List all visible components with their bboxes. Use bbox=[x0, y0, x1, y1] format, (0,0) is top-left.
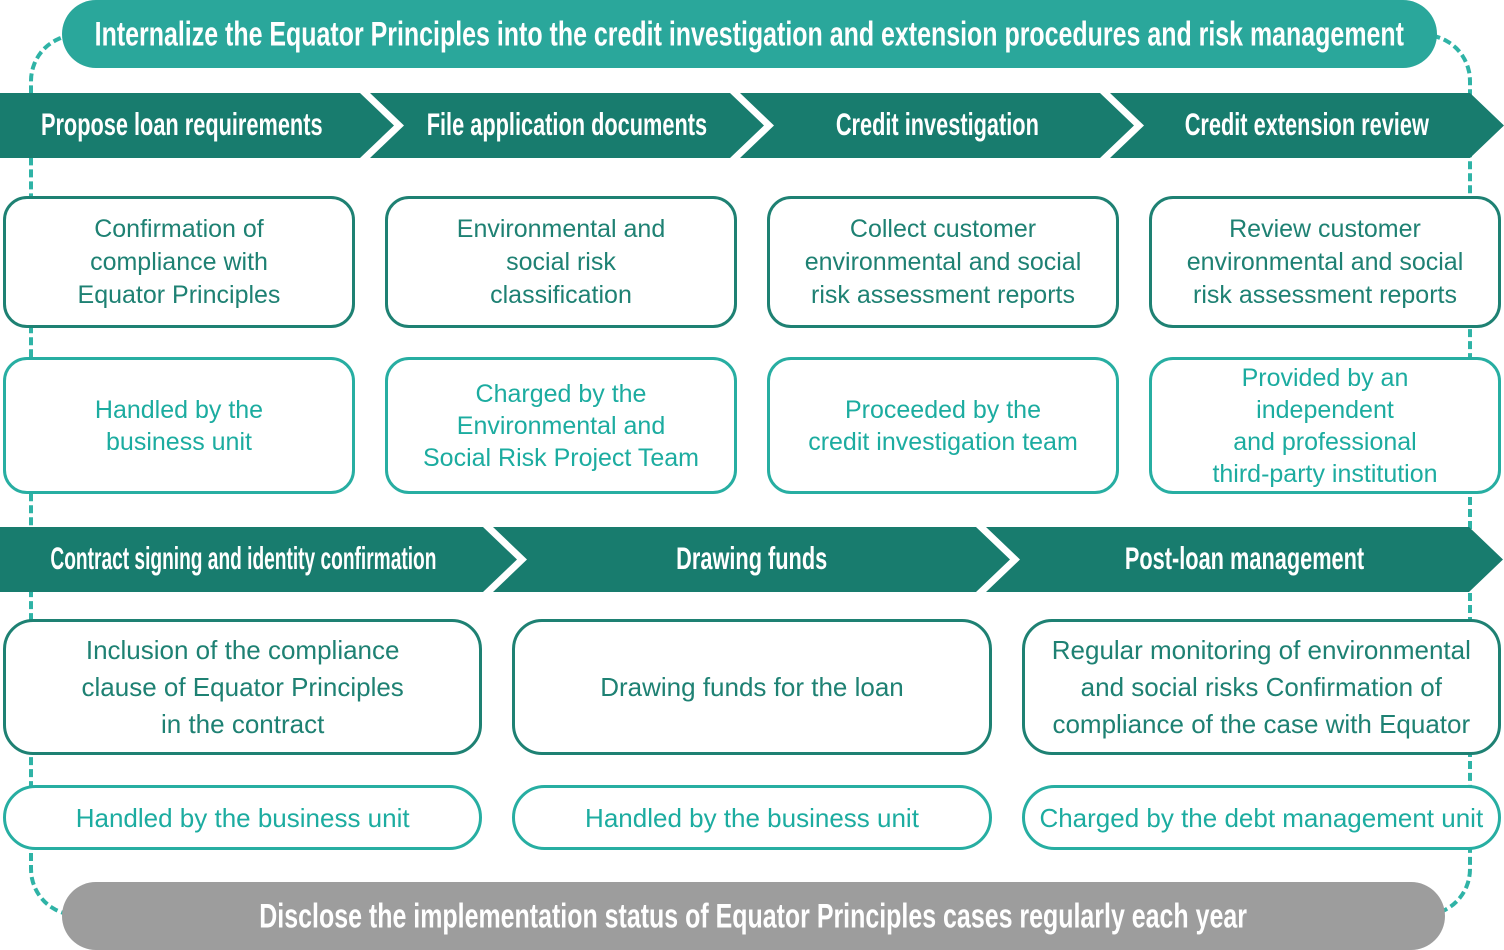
action-box-compliance-confirmation: Confirmation of compliance with Equator … bbox=[3, 196, 355, 328]
action-box-compliance-clause: Inclusion of the compliance clause of Eq… bbox=[3, 619, 483, 755]
owner-box-credit-investigation-team: Proceeded by the credit investigation te… bbox=[767, 357, 1119, 494]
owner-box-risk-project-team: Charged by the Environmental and Social … bbox=[385, 357, 737, 494]
phase-2-owner-row: Handled by the business unit Handled by … bbox=[3, 785, 1501, 850]
process-band-phase-2: Contract signing and identity confirmati… bbox=[0, 527, 1504, 592]
process-band-phase-1: Propose loan requirements File applicati… bbox=[0, 93, 1504, 158]
flow-step-label: Credit extension review bbox=[1184, 107, 1430, 143]
action-box-drawing-funds: Drawing funds for the loan bbox=[512, 619, 992, 755]
owner-box-business-unit: Handled by the business unit bbox=[3, 357, 355, 494]
action-box-regular-monitoring: Regular monitoring of environmental and … bbox=[1021, 619, 1501, 755]
bottom-banner-text: Disclose the implementation status of Eq… bbox=[259, 896, 1248, 935]
flow-step-label: Drawing funds bbox=[675, 541, 828, 577]
flow-step-post-loan-management: Post-loan management bbox=[986, 527, 1503, 592]
flow-step-label: Contract signing and identity confirmati… bbox=[50, 541, 437, 577]
action-box-collect-reports: Collect customer environmental and socia… bbox=[767, 196, 1119, 328]
action-box-risk-classification: Environmental and social risk classifica… bbox=[385, 196, 737, 328]
flow-step-label: Propose loan requirements bbox=[41, 107, 323, 143]
top-banner-text: Internalize the Equator Principles into … bbox=[94, 14, 1405, 53]
owner-pill-business-unit-2: Handled by the business unit bbox=[512, 785, 992, 850]
flow-step-label: Credit investigation bbox=[835, 107, 1039, 143]
owner-pill-business-unit-1: Handled by the business unit bbox=[3, 785, 483, 850]
phase-1-owner-row: Handled by the business unit Charged by … bbox=[3, 357, 1501, 494]
flow-step-label: File application documents bbox=[426, 107, 708, 143]
top-banner: Internalize the Equator Principles into … bbox=[62, 0, 1437, 68]
bottom-banner: Disclose the implementation status of Eq… bbox=[62, 882, 1445, 950]
phase-2-action-row: Inclusion of the compliance clause of Eq… bbox=[3, 619, 1501, 755]
flow-step-label: Post-loan management bbox=[1124, 541, 1365, 577]
flow-step-credit-investigation: Credit investigation bbox=[740, 93, 1134, 158]
flow-step-file-application-documents: File application documents bbox=[370, 93, 764, 158]
flow-step-credit-extension-review: Credit extension review bbox=[1110, 93, 1504, 158]
flow-step-drawing-funds: Drawing funds bbox=[493, 527, 1010, 592]
flow-step-contract-signing: Contract signing and identity confirmati… bbox=[0, 527, 517, 592]
owner-box-third-party-institution: Provided by an independent and professio… bbox=[1149, 357, 1501, 494]
action-box-review-reports: Review customer environmental and social… bbox=[1149, 196, 1501, 328]
flow-step-propose-loan-requirements: Propose loan requirements bbox=[0, 93, 394, 158]
owner-pill-debt-management-unit: Charged by the debt management unit bbox=[1021, 785, 1501, 850]
phase-1-action-row: Confirmation of compliance with Equator … bbox=[3, 196, 1501, 328]
